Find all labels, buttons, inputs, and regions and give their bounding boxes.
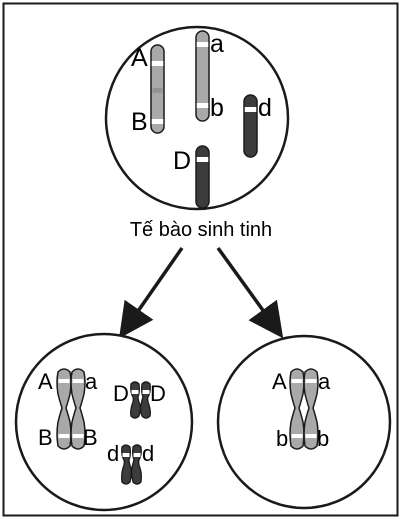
gene-label-B: B — [131, 108, 148, 136]
gene-label-A-right: A — [272, 369, 287, 394]
chromosome-D — [195, 145, 210, 209]
daughter-left-membrane — [14, 332, 194, 512]
gene-label-a-left: a — [85, 369, 98, 394]
daughter-cell-left: A a B B D D d d — [14, 332, 194, 512]
gene-label-b: b — [210, 94, 224, 122]
daughter-right-membrane — [216, 334, 392, 510]
gene-label-D-left-1: D — [113, 381, 129, 406]
x-chromosome-AaBB — [56, 368, 86, 450]
gene-label-a-right: a — [318, 369, 331, 394]
cell-caption: Tế bào sinh tinh — [130, 219, 272, 241]
gene-label-d: d — [258, 94, 272, 122]
x-chromosome-dd — [121, 444, 142, 485]
chromosome-AB — [150, 44, 165, 134]
chromosome-d — [243, 94, 258, 158]
daughter-cell-right: A a b b — [216, 334, 392, 510]
gene-label-A-left: A — [38, 369, 53, 394]
gene-label-B-left-2: B — [83, 425, 98, 450]
gene-label-b-right-1: b — [276, 426, 288, 451]
gene-label-B-left-1: B — [38, 425, 53, 450]
gene-label-d-left-2: d — [142, 441, 154, 466]
parent-cell: A B a b d D — [104, 25, 290, 211]
gene-label-b-right-2: b — [317, 426, 329, 451]
gene-label-D: D — [173, 147, 191, 175]
gene-label-D-left-2: D — [150, 381, 166, 406]
x-chromosome-DD — [130, 381, 151, 419]
gene-label-a: a — [210, 30, 224, 58]
arrow-left — [119, 247, 184, 339]
arrow-right — [216, 246, 284, 339]
gene-label-d-left-1: d — [107, 441, 119, 466]
chromosome-ab — [195, 30, 210, 122]
x-chromosome-Aabb — [289, 368, 319, 450]
gene-label-A: A — [131, 44, 148, 72]
